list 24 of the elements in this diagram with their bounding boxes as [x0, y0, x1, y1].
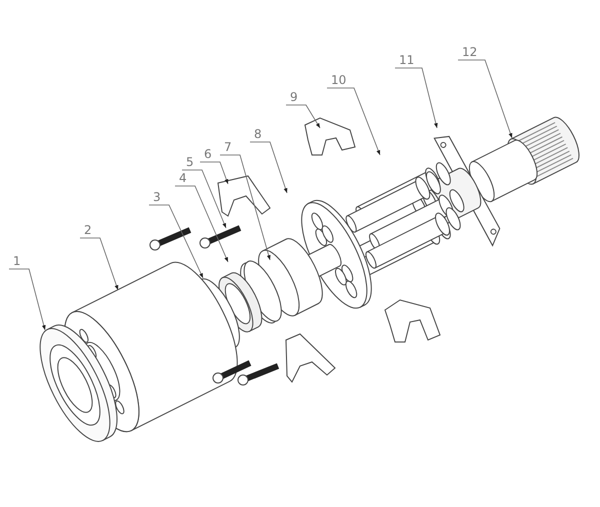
callout-number: 10 — [331, 73, 346, 87]
leader-line — [250, 142, 288, 194]
callout-number: 8 — [254, 127, 262, 141]
callout-number: 5 — [186, 155, 194, 169]
callout-number: 2 — [84, 223, 92, 237]
leader-line — [220, 154, 271, 260]
callout-number: 6 — [204, 147, 212, 161]
callout-number: 11 — [399, 53, 414, 67]
callout-number: 12 — [462, 45, 478, 59]
callout-number: 4 — [179, 171, 187, 185]
leader-line — [458, 60, 512, 138]
leader-line — [8, 268, 46, 330]
callout-number: 3 — [153, 190, 161, 204]
leader-line — [326, 88, 380, 156]
leader-line — [174, 186, 228, 262]
leader-line — [148, 204, 204, 278]
leader-line — [286, 104, 320, 128]
leader-line — [394, 68, 438, 128]
leader-line — [80, 238, 118, 290]
leader-line — [182, 170, 226, 228]
callout-number: 1 — [13, 254, 21, 268]
callout-number: 9 — [290, 90, 298, 104]
leader-line — [200, 162, 228, 184]
callout-number: 7 — [224, 140, 232, 154]
